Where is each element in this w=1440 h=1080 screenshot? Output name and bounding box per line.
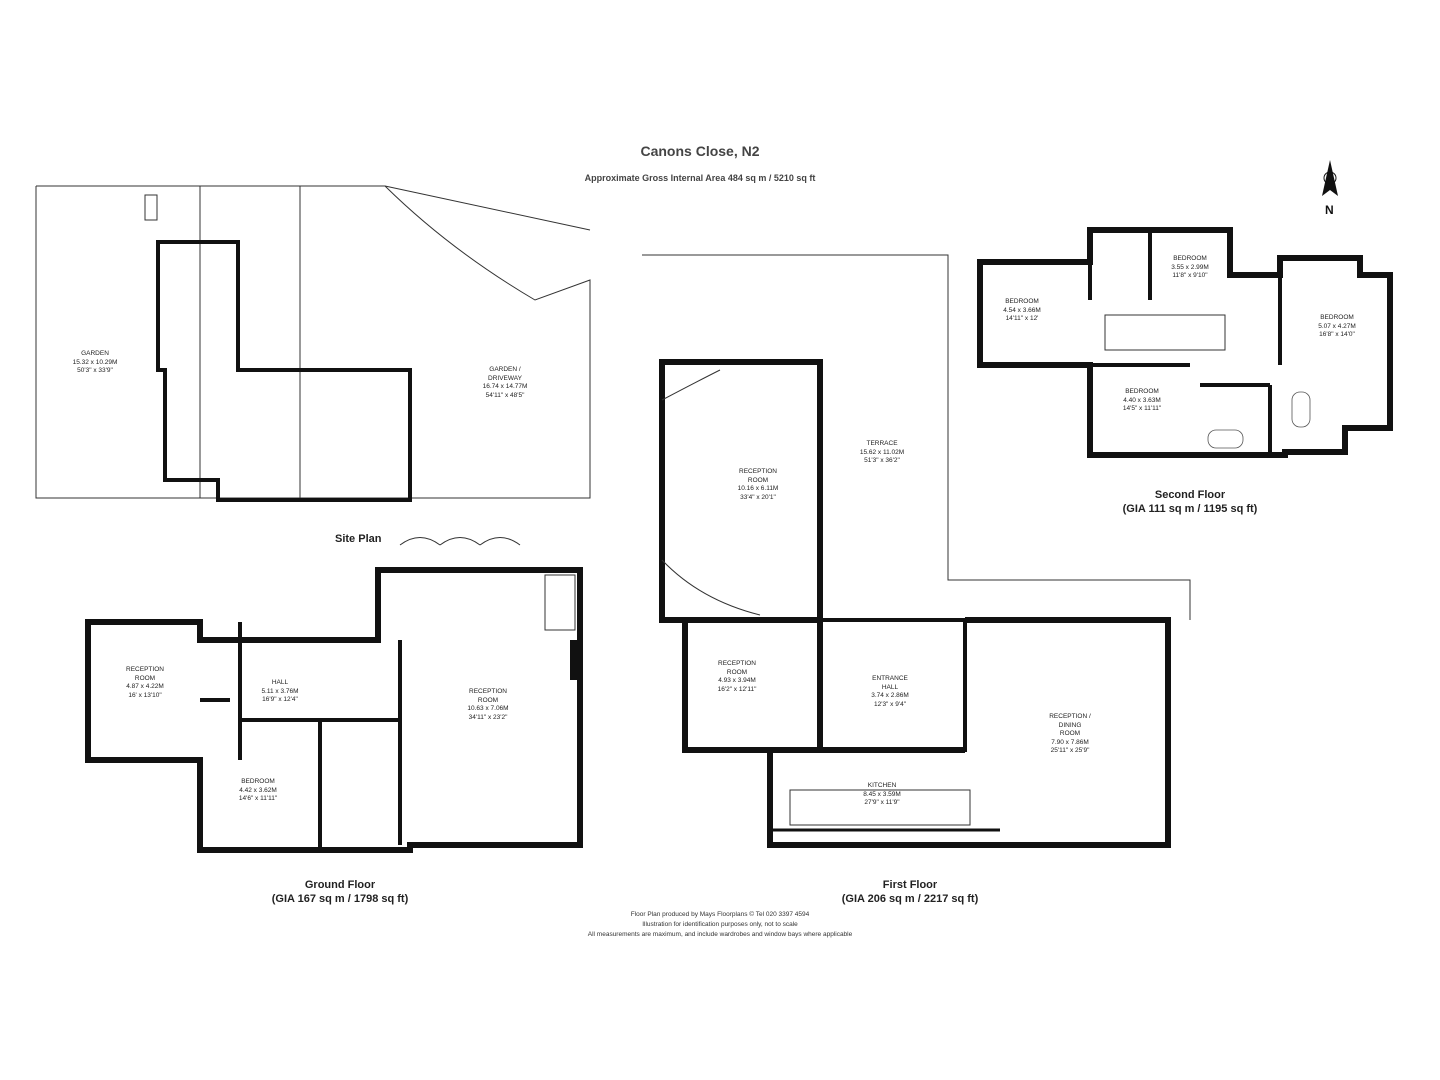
- second-floor-drawing: [977, 227, 1393, 458]
- first-floor-label: First Floor (GIA 206 sq m / 2217 sq ft): [841, 879, 979, 905]
- north-arrow-icon: [1322, 160, 1338, 196]
- plan-title: Canons Close, N2: [640, 143, 760, 159]
- room-label-ff-entrance-hall: Entrance Hall 3.74 x 2.86M 12'3" x 9'4": [871, 675, 909, 708]
- room-label-garden-driveway: Garden / Driveway 16.74 x 14.77M 54'11" …: [482, 366, 528, 399]
- footer-disclaimer: Floor Plan produced by Mays Floorplans ©…: [587, 911, 853, 938]
- room-label-sf-bedroom-1: Bedroom 3.55 x 2.99M 11'8" x 9'10": [1171, 255, 1209, 279]
- room-label-gf-reception-large: Reception Room 10.63 x 7.06M 34'11" x 23…: [467, 688, 509, 721]
- second-floor-label: Second Floor (GIA 111 sq m / 1195 sq ft): [1122, 489, 1258, 515]
- room-label-gf-hall: Hall 5.11 x 3.76M 16'9" x 12'4": [261, 679, 299, 703]
- room-label-sf-bedroom-2: Bedroom 4.54 x 3.66M 14'11" x 12': [1003, 298, 1041, 322]
- room-label-gf-bedroom: Bedroom 4.42 x 3.62M 14'6" x 11'11": [238, 778, 278, 802]
- room-label-ff-reception-dining: Reception / Dining Room 7.90 x 7.86M 25'…: [1049, 713, 1091, 754]
- site-plan-drawing: [35, 185, 591, 502]
- room-label-garden: Garden 15.32 x 10.29M 50'3" x 33'9": [72, 350, 118, 374]
- north-label: N: [1325, 203, 1334, 217]
- ground-floor-drawing: [85, 537, 583, 853]
- site-plan-label: Site Plan: [335, 533, 382, 545]
- room-label-ff-reception-small: Reception Room 4.93 x 3.94M 16'2" x 12'1…: [717, 660, 757, 693]
- room-label-sf-bedroom-4: Bedroom 4.40 x 3.63M 14'5" x 11'11": [1122, 388, 1162, 412]
- ground-floor-label: Ground Floor (GIA 167 sq m / 1798 sq ft): [271, 879, 409, 905]
- room-label-ff-terrace: Terrace 15.62 x 11.02M 51'3" x 36'2": [859, 440, 905, 464]
- first-floor-drawing: [642, 254, 1191, 848]
- room-label-sf-bedroom-3: Bedroom 5.07 x 4.27M 16'8" x 14'0": [1318, 314, 1356, 338]
- room-label-gf-reception: Reception Room 4.87 x 4.22M 16' x 13'10": [126, 666, 164, 699]
- gross-area-text: Approximate Gross Internal Area 484 sq m…: [584, 173, 816, 183]
- room-label-ff-reception: Reception Room 10.16 x 6.11M 33'4" x 20'…: [737, 468, 779, 501]
- room-label-ff-kitchen: Kitchen 8.45 x 3.59M 27'9" x 11'9": [863, 782, 901, 806]
